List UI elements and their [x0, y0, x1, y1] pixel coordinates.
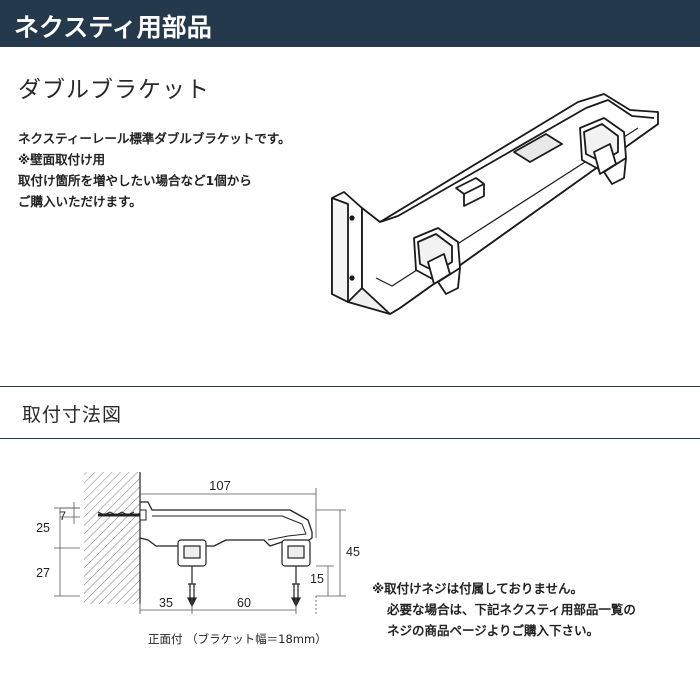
dim-label-60: 60: [237, 596, 251, 610]
product-description: ネクスティーレール標準ダブルブラケットです。 ※壁面取付け用 取付け箇所を増やし…: [18, 128, 291, 212]
dimension-drawing: 107 7 25 27 45 15 35 60: [36, 472, 360, 614]
section-divider: [0, 438, 700, 439]
product-title: ダブルブラケット: [18, 77, 210, 103]
description-line: ネクスティーレール標準ダブルブラケットです。: [18, 131, 291, 146]
bracket-illustration: [331, 93, 659, 315]
dim-label-15: 15: [310, 572, 324, 586]
drawing-caption: 正面付 （ブラケット幅＝18mm）: [148, 632, 327, 646]
dimensions-title: 取付寸法図: [22, 404, 123, 426]
description-line: ※壁面取付け用: [18, 152, 106, 167]
section-divider: [0, 386, 700, 387]
wall-section: [84, 472, 140, 604]
runner-left: [177, 539, 207, 608]
note-line: ※取付けネジは付属しておりません。: [372, 581, 584, 596]
header-title: ネクスティ用部品: [14, 13, 212, 42]
dim-label-27: 27: [36, 566, 50, 580]
runner-right: [281, 539, 311, 608]
dim-label-7: 7: [59, 509, 66, 523]
screw-icon: [97, 509, 147, 521]
page-header: ネクスティ用部品: [0, 0, 700, 47]
dim-label-25: 25: [36, 521, 50, 535]
screw-hole-icon: [349, 275, 355, 281]
screw-hole-icon: [349, 215, 355, 221]
dim-label-45: 45: [346, 545, 360, 559]
screw-note: ※取付けネジは付属しておりません。 必要な場合は、下記ネクスティ用部品一覧の ネ…: [372, 578, 636, 641]
dim-label-107: 107: [209, 478, 231, 493]
dim-label-35: 35: [159, 596, 173, 610]
description-line: ご購入いただけます。: [18, 194, 142, 209]
note-line: 必要な場合は、下記ネクスティ用部品一覧の: [387, 602, 636, 617]
note-line: ネジの商品ページよりご購入下さい。: [387, 623, 600, 638]
description-line: 取付け箇所を増やしたい場合など1個から: [18, 173, 252, 188]
